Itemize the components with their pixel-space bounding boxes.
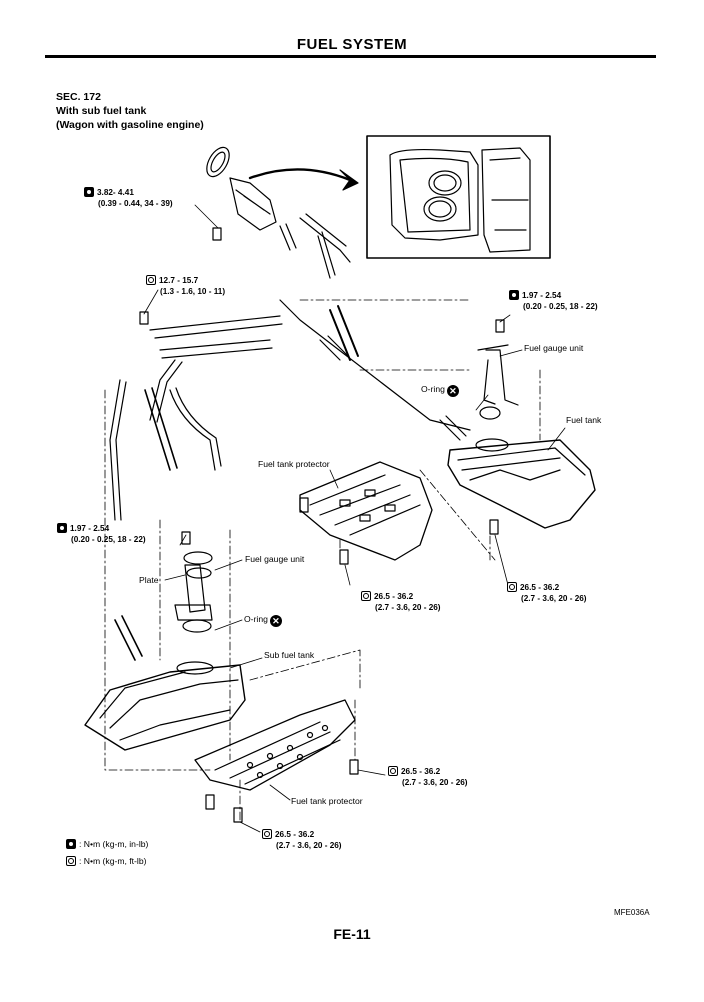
torque-spec-pipe-clamp: 12.7 - 15.7 (1.3 - 1.6, 10 - 11) [146,275,225,297]
inset-arrow [248,168,352,182]
torque-ft-lb-icon [66,856,76,866]
torque-value: 12.7 - 15.7 [159,276,199,285]
label-plate: Plate [139,575,159,585]
torque-spec-protector-main: 26.5 - 36.2 (2.7 - 3.6, 20 - 26) [361,591,441,613]
torque-spec-tank-main: 26.5 - 36.2 (2.7 - 3.6, 20 - 26) [507,582,587,604]
section-number: SEC. 172 [56,91,101,103]
section-info: SEC. 172 With sub fuel tank (Wagon with … [56,90,204,132]
torque-in-lb-icon [66,839,76,849]
sub-tank-protector [194,699,356,791]
torque-conversion: (2.7 - 3.6, 20 - 26) [276,840,342,850]
torque-in-lb-icon [57,523,67,533]
torque-conversion: (0.20 - 0.25, 18 - 22) [523,301,598,311]
torque-value: 1.97 - 2.54 [70,524,110,533]
torque-value: 26.5 - 36.2 [374,592,414,601]
label-fuel-gauge-unit-sub: Fuel gauge unit [245,554,305,564]
legend-item-ft-lb: : N•m (kg-m, ft-lb) [66,856,146,866]
torque-spec-gauge-main: 1.97 - 2.54 (0.20 - 0.25, 18 - 22) [509,290,598,312]
torque-in-lb-icon [509,290,519,300]
torque-in-lb-icon [84,187,94,197]
do-not-reuse-icon: ✕ [446,385,459,397]
label-oring-main: O-ring✕ [421,384,459,397]
label-fuel-gauge-unit-main: Fuel gauge unit [524,343,584,353]
torque-ft-lb-icon [262,829,272,839]
do-not-reuse-icon: ✕ [269,615,282,627]
oring-text: O-ring [244,614,268,624]
title-rule [45,55,656,58]
torque-conversion: (0.20 - 0.25, 18 - 22) [71,534,146,544]
page-title: FUEL SYSTEM [296,36,408,53]
figure-code: MFE036A [614,908,650,917]
label-fuel-tank-protector-main: Fuel tank protector [258,459,330,469]
label-fuel-tank: Fuel tank [566,415,602,425]
page-number: FE-11 [333,926,371,942]
torque-value: 26.5 - 36.2 [401,767,441,776]
torque-spec-tank-sub: 26.5 - 36.2 (2.7 - 3.6, 20 - 26) [262,829,342,851]
torque-value: 1.97 - 2.54 [522,291,562,300]
bolts [139,227,505,823]
torque-conversion: (0.39 - 0.44, 34 - 39) [98,198,173,208]
label-fuel-tank-protector-sub: Fuel tank protector [291,796,363,806]
torque-conversion: (2.7 - 3.6, 20 - 26) [402,777,468,787]
legend-item-in-lb: : N•m (kg-m, in-lb) [66,839,148,849]
filler-inset [366,135,551,259]
torque-conversion: (2.7 - 3.6, 20 - 26) [375,602,441,612]
torque-spec-gauge-sub: 1.97 - 2.54 (0.20 - 0.25, 18 - 22) [57,523,146,545]
torque-value: 3.82- 4.41 [97,188,134,197]
torque-ft-lb-icon [146,275,156,285]
torque-ft-lb-icon [361,591,371,601]
torque-spec-protector-sub: 26.5 - 36.2 (2.7 - 3.6, 20 - 26) [388,766,468,788]
torque-value: 26.5 - 36.2 [520,583,560,592]
torque-conversion: (1.3 - 1.6, 10 - 11) [160,286,226,296]
torque-ft-lb-icon [388,766,398,776]
filler-neck [206,146,351,279]
reference-lines [104,299,541,821]
main-fuel-tank [447,344,596,529]
section-variant: (Wagon with gasoline engine) [56,119,204,131]
leader-lines [143,204,566,833]
label-oring-sub: O-ring✕ [244,614,282,627]
torque-ft-lb-icon [507,582,517,592]
label-sub-fuel-tank: Sub fuel tank [264,650,315,660]
main-tank-protector [299,461,433,561]
sub-fuel-tank [84,551,246,751]
legend-text: : N•m (kg-m, in-lb) [79,839,149,849]
torque-spec-filler: 3.82- 4.41 (0.39 - 0.44, 34 - 39) [84,187,173,209]
torque-conversion: (2.7 - 3.6, 20 - 26) [521,593,587,603]
section-subtitle: With sub fuel tank [56,105,147,117]
oring-text: O-ring [421,384,445,394]
torque-value: 26.5 - 36.2 [275,830,315,839]
legend-text: : N•m (kg-m, ft-lb) [79,856,147,866]
